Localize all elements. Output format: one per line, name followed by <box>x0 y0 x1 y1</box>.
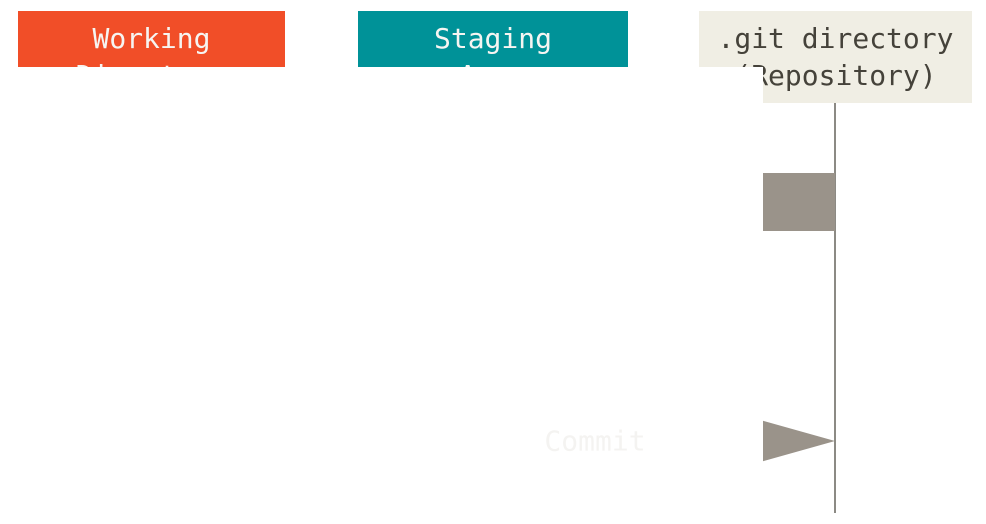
working-directory-label-line1: Working <box>92 22 211 55</box>
commit-arrow-label: Commit <box>544 424 646 458</box>
staging-area-label-line1: Staging <box>433 22 552 55</box>
stage-fixes-arrow-label: Stage Fixes <box>0 67 763 524</box>
git-directory-label-line1: .git directory <box>717 22 954 55</box>
git-directory-label-line2: (Repository) <box>734 59 937 92</box>
